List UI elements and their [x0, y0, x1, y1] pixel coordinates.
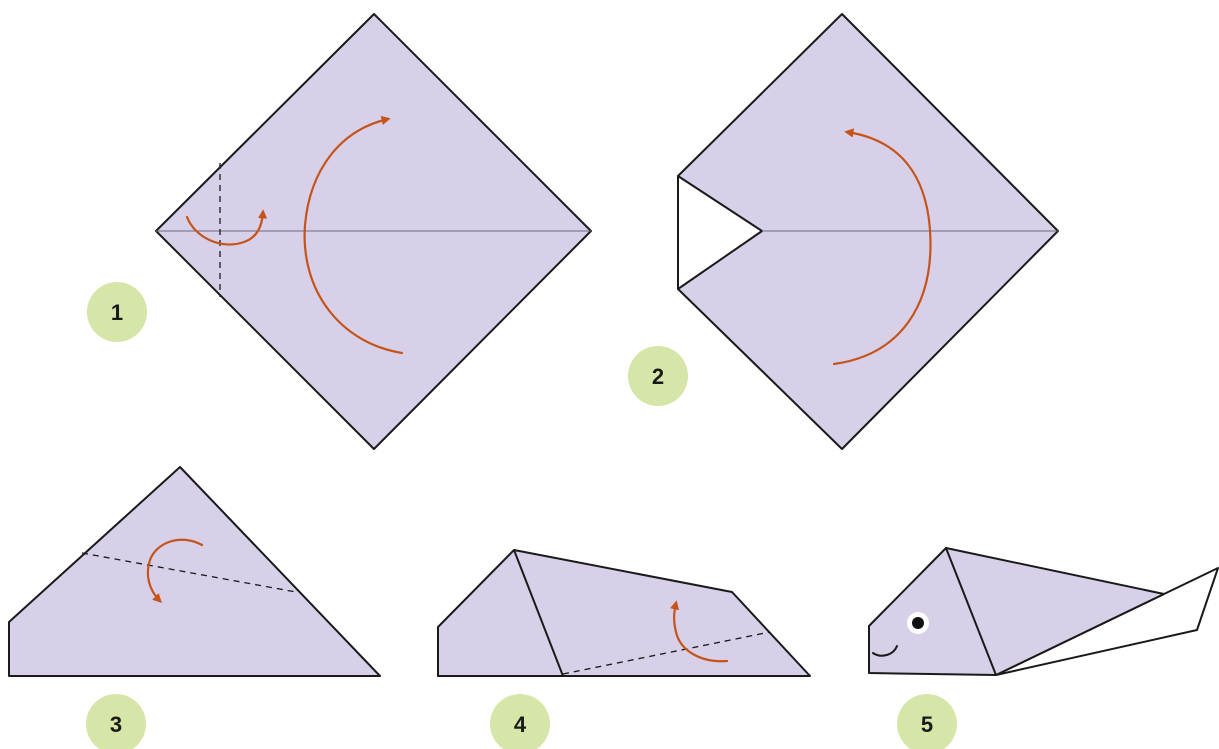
- step-5-head-fold-edge: [945, 547, 997, 676]
- step-3-paper-triangle: [8, 466, 381, 677]
- step-1-large-fold-arrow: [303, 115, 404, 355]
- step-badge-2: 2: [628, 346, 688, 406]
- step-2-white-notch: [677, 175, 763, 290]
- step-3-fold-line: [81, 552, 297, 593]
- step-1-small-fold-arrow: [185, 209, 268, 246]
- step-3-fold-arrow: [146, 538, 204, 603]
- step-5-fish-body: [868, 547, 1165, 676]
- step-3-figure: [8, 466, 381, 677]
- step-2-fold-arrow: [832, 128, 932, 366]
- step-1-figure: [155, 13, 592, 450]
- step-number-1: 1: [111, 300, 123, 325]
- step-2-figure: [677, 13, 1059, 450]
- step-badge-1: 1: [87, 282, 147, 342]
- step-number-4: 4: [514, 712, 527, 737]
- step-4-paper: [437, 549, 811, 677]
- eye-pupil: [912, 617, 924, 629]
- step-4-inner-fold-edge: [513, 549, 564, 677]
- step-number-2: 2: [652, 364, 664, 389]
- step-4-figure: [437, 549, 811, 677]
- step-4-fold-arrow: [670, 600, 729, 663]
- step-badge-4: 4: [490, 694, 550, 749]
- step-badge-5: 5: [897, 694, 957, 749]
- step-badge-3: 3: [86, 694, 146, 749]
- step-4-fold-line: [562, 631, 771, 675]
- step-number-5: 5: [921, 712, 933, 737]
- step-5-mouth: [872, 645, 898, 657]
- step-5-figure: [868, 547, 1219, 676]
- step-number-3: 3: [110, 712, 122, 737]
